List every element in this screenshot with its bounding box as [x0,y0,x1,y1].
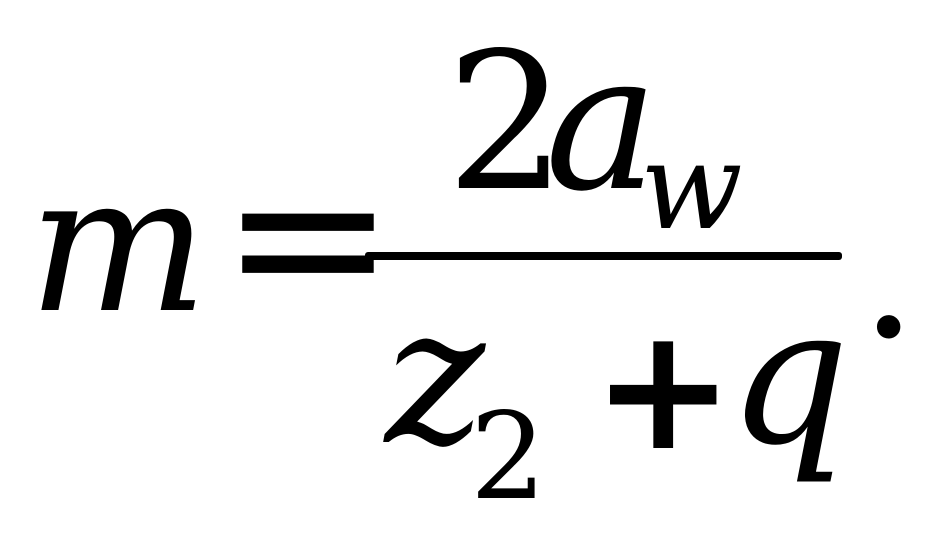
fraction-bar [365,252,842,260]
formula-lhs-variable: m [28,134,209,355]
plus-sign: + [592,291,735,489]
equals-sign: = [220,114,396,359]
denominator-addend: q [728,266,850,487]
denominator-subscript: 2 [470,388,547,527]
numerator-coefficient: 2 [446,12,567,233]
denominator-variable: z [385,266,486,487]
numerator-variable: a [545,12,659,233]
numerator-subscript: w [640,118,743,257]
formula-period: . [860,170,918,379]
